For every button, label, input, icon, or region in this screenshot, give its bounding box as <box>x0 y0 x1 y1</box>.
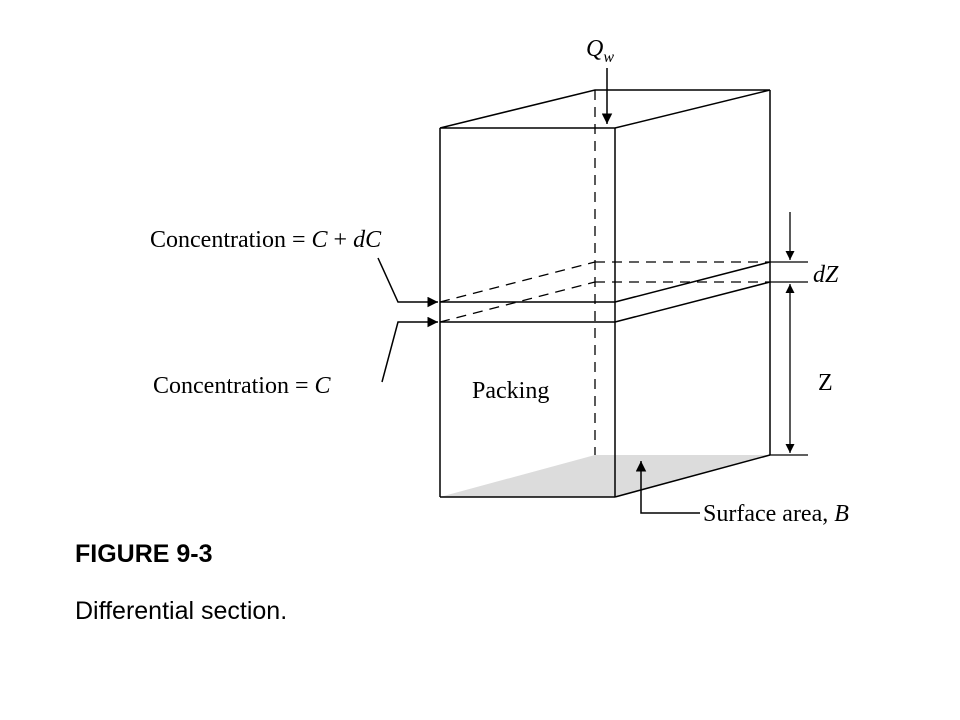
base-surface <box>440 455 770 497</box>
surface-area-label: Surface area, B <box>703 501 849 527</box>
flow-label: Q <box>586 36 603 62</box>
lower-concentration-label: Concentration = C <box>153 373 332 399</box>
packing-label: Packing <box>472 378 549 404</box>
flow-label-subscript: w <box>603 49 614 66</box>
figure-number: FIGURE 9-3 <box>75 540 213 568</box>
upper-concentration-label: Concentration = C + dC <box>150 227 382 253</box>
lower-concentration-arrow <box>381 316 438 383</box>
column-box <box>439 89 771 498</box>
surface-area-arrow <box>635 461 700 514</box>
z-label: Z <box>818 370 833 396</box>
upper-concentration-arrow <box>377 257 438 308</box>
svg-text:Qw: Qw <box>586 36 614 66</box>
dz-dimension <box>770 212 808 283</box>
figure-caption: Differential section. <box>75 597 288 625</box>
dz-label: dZ <box>813 262 839 288</box>
z-dimension <box>770 284 808 456</box>
hidden-edges <box>439 90 770 455</box>
